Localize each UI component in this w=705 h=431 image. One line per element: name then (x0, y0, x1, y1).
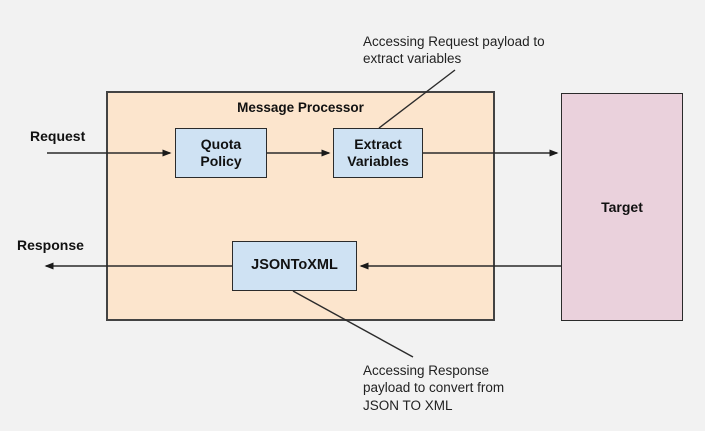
node-target-label: Target (601, 199, 643, 215)
node-target: Target (561, 93, 683, 321)
annotation-request-payload: Accessing Request payload to extract var… (363, 34, 545, 67)
node-extract-variables-label: Extract Variables (347, 135, 409, 169)
node-json-to-xml: JSONToXML (232, 241, 357, 291)
request-label: Request (30, 128, 86, 144)
node-extract-variables: Extract Variables (333, 128, 423, 178)
message-processor-title: Message Processor (237, 100, 364, 115)
node-json-to-xml-label: JSONToXML (251, 257, 338, 274)
node-quota-policy-label: Quota Policy (200, 135, 242, 169)
annotation-response-payload: Accessing Response payload to convert fr… (363, 363, 505, 413)
node-quota-policy: Quota Policy (175, 128, 267, 178)
response-label: Response (17, 237, 84, 253)
